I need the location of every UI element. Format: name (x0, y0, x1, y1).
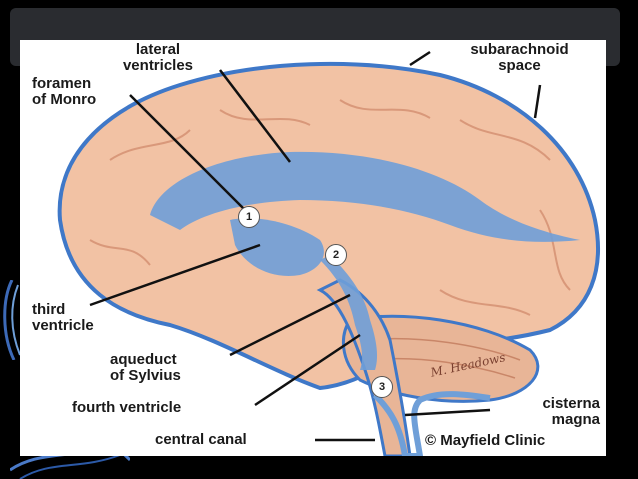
lateral-ventricle (150, 151, 580, 242)
marker-2: 2 (325, 244, 347, 266)
marker-1: 1 (238, 206, 260, 228)
aqueduct-fourth (320, 255, 378, 370)
label-foramen-of-monro: foramen of Monro (32, 75, 97, 108)
label-fourth-ventricle: fourth ventricle (72, 399, 182, 416)
brain-ventricles-figure: lateral ventricles subarachnoid space fo… (20, 40, 606, 456)
third-ventricle (230, 218, 324, 276)
decorative-xray-left (3, 280, 21, 360)
label-cisterna-magna: cisterna magna (542, 395, 600, 428)
brain-illustration (57, 50, 600, 456)
label-third-ventricle: third ventricle (32, 301, 94, 334)
credit-mayfield-clinic: © Mayfield Clinic (425, 432, 546, 449)
label-subarachnoid-space: subarachnoid space (470, 41, 569, 74)
marker-3: 3 (371, 376, 393, 398)
label-central-canal: central canal (155, 431, 247, 448)
label-aqueduct-of-sylvius: aqueduct of Sylvius (110, 351, 181, 384)
cisterna-magna (372, 391, 491, 456)
pointer-lines (89, 50, 542, 442)
label-lateral-ventricles: lateral ventricles (122, 41, 194, 74)
